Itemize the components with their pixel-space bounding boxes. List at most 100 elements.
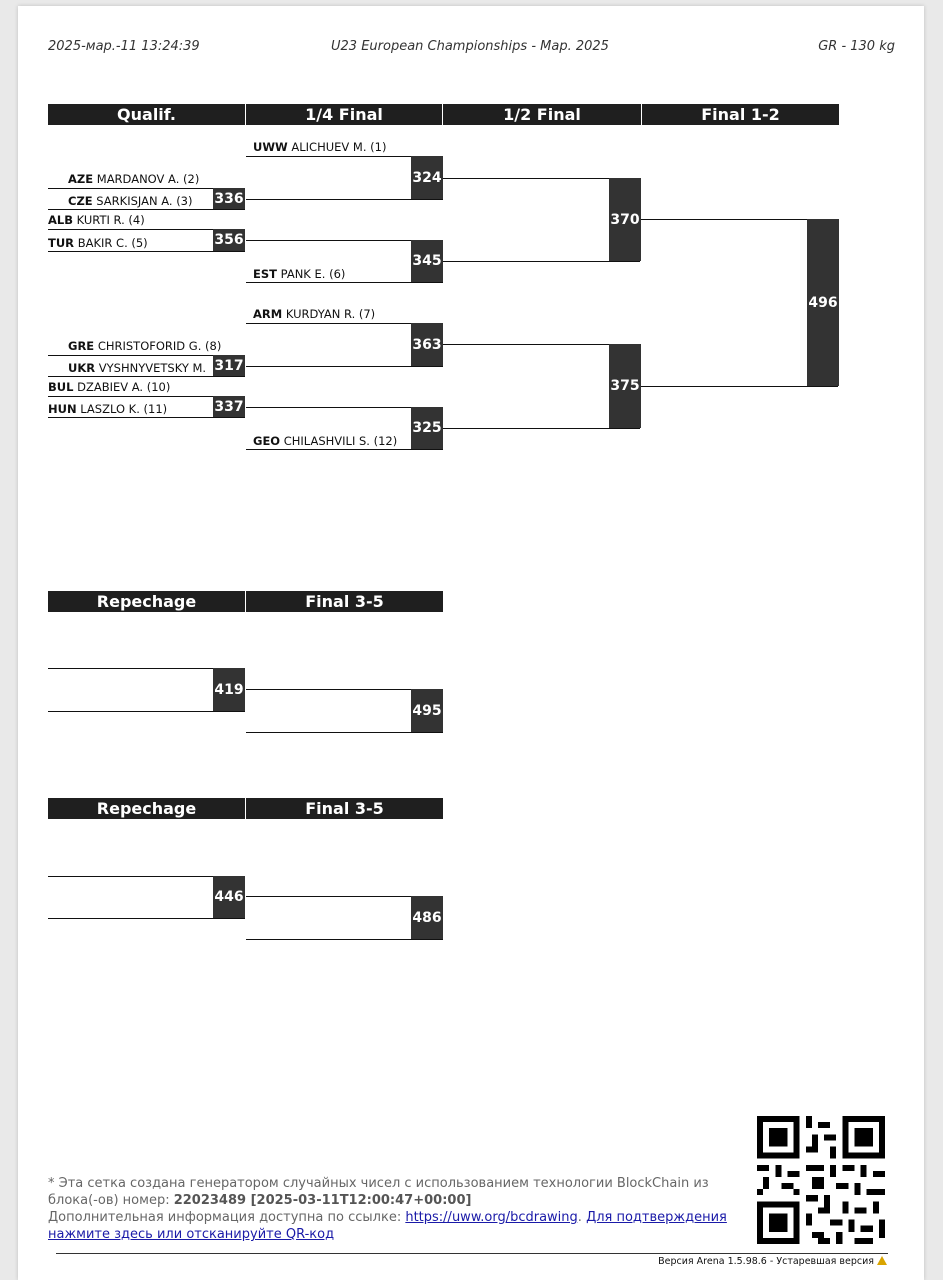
bout-box[interactable]: 419 — [213, 668, 245, 711]
bracket-line — [443, 261, 640, 262]
bracket-line — [48, 376, 245, 377]
main-bracket-header: Qualif. 1/4 Final 1/2 Final Final 1-2 — [48, 104, 839, 125]
wrestler-entry: GRE CHRISTOFORID G. (8) — [68, 339, 221, 353]
bracket-line — [48, 355, 245, 356]
bracket-line — [48, 876, 245, 877]
column-quarter-final: 1/4 Final — [246, 104, 443, 125]
footer-divider — [56, 1253, 888, 1254]
country-code: CZE — [68, 194, 93, 208]
bracket-line — [48, 396, 245, 397]
column-final: Final 1-2 — [701, 105, 780, 124]
country-code: TUR — [48, 236, 75, 250]
column-final-3-5: Final 3-5 — [305, 592, 384, 611]
weight-category: GR - 130 kg — [818, 39, 895, 54]
bracket-line — [640, 386, 838, 387]
confirm-link[interactable]: Для подтверждения нажмите здесь или отск… — [48, 1210, 727, 1242]
wrestler-entry: TUR BAKIR C. (5) — [48, 236, 148, 250]
repechage-1-header: Repechage Final 3-5 — [48, 591, 443, 612]
bout-box[interactable]: 345 — [411, 240, 443, 282]
wrestler-entry: ARM KURDYAN R. (7) — [253, 307, 375, 321]
blockchain-note: * Эта сетка создана генератором случайны… — [48, 1175, 738, 1243]
bracket-line — [246, 939, 443, 940]
country-code: ARM — [253, 307, 283, 321]
bracket-line — [48, 668, 245, 669]
wrestler-name: KURDYAN R. (7) — [285, 307, 376, 321]
country-code: HUN — [48, 402, 77, 416]
bracket-line — [48, 209, 245, 210]
bout-box[interactable]: 363 — [411, 323, 443, 366]
info-label: Дополнительная информация доступна по сс… — [48, 1210, 406, 1225]
bout-box[interactable]: 496 — [807, 219, 839, 386]
column-final-3-5: Final 3-5 — [305, 799, 384, 818]
bracket-line — [48, 229, 245, 230]
wrestler-name: SARKISJAN A. (3) — [96, 194, 193, 208]
warning-icon — [877, 1256, 887, 1265]
wrestler-name: BAKIR C. (5) — [77, 236, 148, 250]
wrestler-entry: AZE MARDANOV A. (2) — [68, 172, 199, 186]
wrestler-name: VYSHNYVETSKY M. — [98, 361, 207, 375]
bout-box[interactable]: 324 — [411, 156, 443, 199]
timestamp: 2025-мар.-11 13:24:39 — [48, 39, 200, 54]
bracket-line — [246, 156, 443, 157]
wrestler-entry: ALB KURTI R. (4) — [48, 213, 145, 227]
note-line-3: Дополнительная информация доступна по сс… — [48, 1210, 727, 1242]
bcdrawing-link[interactable]: https://uww.org/bcdrawing — [405, 1210, 578, 1225]
wrestler-entry: BUL DZABIEV A. (10) — [48, 380, 170, 394]
bracket-line — [246, 323, 443, 324]
bracket-line — [246, 689, 443, 690]
bout-box[interactable]: 337 — [213, 396, 245, 417]
wrestler-name: CHRISTOFORID G. (8) — [97, 339, 222, 353]
column-repechage: Repechage — [48, 591, 246, 612]
bracket-line — [246, 240, 443, 241]
country-code: EST — [253, 267, 277, 281]
bracket-line — [640, 219, 838, 220]
bracket-line — [246, 407, 443, 408]
bout-box[interactable]: 356 — [213, 229, 245, 251]
bracket-line — [48, 188, 245, 189]
country-code: AZE — [68, 172, 94, 186]
bout-box[interactable]: 336 — [213, 188, 245, 209]
note-line-2: блока(-ов) номер: 22023489 [2025-03-11T1… — [48, 1192, 738, 1209]
bout-box[interactable]: 495 — [411, 689, 443, 732]
bracket-line — [443, 344, 640, 345]
wrestler-entry: CZE SARKISJAN A. (3) — [68, 194, 192, 208]
bracket-line — [443, 178, 640, 179]
wrestler-entry: HUN LASZLO K. (11) — [48, 402, 167, 416]
bracket-line — [48, 918, 245, 919]
bout-box[interactable]: 317 — [213, 355, 245, 376]
country-code: ALB — [48, 213, 73, 227]
bracket-line — [246, 896, 443, 897]
wrestler-name: ALICHUEV M. (1) — [291, 140, 387, 154]
country-code: GEO — [253, 434, 281, 448]
wrestler-entry: UWW ALICHUEV M. (1) — [253, 140, 386, 154]
bracket-line — [246, 449, 443, 450]
block-label: блока(-ов) номер: — [48, 1193, 174, 1208]
note-line-1: * Эта сетка создана генератором случайны… — [48, 1176, 709, 1191]
block-reference: 22023489 [2025-03-11T12:00:47+00:00] — [173, 1193, 472, 1208]
wrestler-entry: UKR VYSHNYVETSKY M. — [68, 361, 206, 375]
version-info: Версия Arena 1.5.98.6 - Устаревшая верси… — [658, 1256, 887, 1267]
bout-box[interactable]: 370 — [609, 178, 641, 261]
wrestler-entry: EST PANK E. (6) — [253, 267, 345, 281]
bracket-page — [18, 6, 924, 1280]
qr-code[interactable] — [757, 1116, 885, 1244]
bracket-line — [246, 732, 443, 733]
bout-box[interactable]: 375 — [609, 344, 641, 428]
column-repechage: Repechage — [48, 798, 246, 819]
wrestler-name: DZABIEV A. (10) — [77, 380, 171, 394]
bracket-line — [246, 366, 443, 367]
bracket-line — [48, 251, 245, 252]
wrestler-name: MARDANOV A. (2) — [96, 172, 200, 186]
bracket-line — [246, 282, 443, 283]
bracket-line — [443, 428, 640, 429]
bout-box[interactable]: 325 — [411, 407, 443, 449]
bout-box[interactable]: 446 — [213, 876, 245, 918]
wrestler-name: PANK E. (6) — [280, 267, 346, 281]
version-text: Версия Arena 1.5.98.6 - Устаревшая верси… — [658, 1256, 874, 1267]
bout-box[interactable]: 486 — [411, 896, 443, 939]
column-qualif: Qualif. — [48, 104, 246, 125]
column-semi-final: 1/2 Final — [443, 104, 642, 125]
wrestler-entry: GEO CHILASHVILI S. (12) — [253, 434, 397, 448]
country-code: UKR — [68, 361, 96, 375]
bracket-line — [246, 199, 443, 200]
